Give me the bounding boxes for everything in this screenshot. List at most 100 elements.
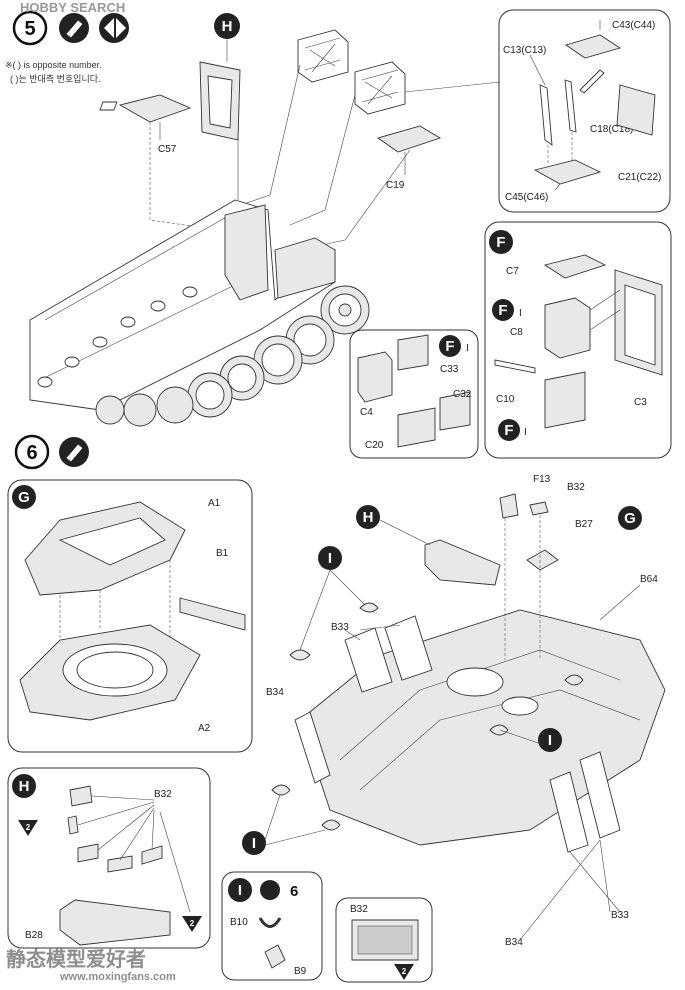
part-B33-1 bbox=[344, 627, 393, 693]
watermark-top: HOBBY SEARCH bbox=[20, 0, 125, 15]
step-6-header: 6 bbox=[14, 434, 89, 470]
sub-assembly-I-marker-2 bbox=[318, 546, 342, 570]
label-C20: C20 bbox=[365, 440, 384, 451]
sub-assembly-G-marker-2 bbox=[618, 506, 642, 530]
part-C32 bbox=[439, 391, 471, 431]
label-B32-H: B32 bbox=[154, 789, 172, 800]
svg-text:2: 2 bbox=[190, 919, 195, 928]
turret-ring bbox=[446, 667, 504, 697]
label-B27: B27 bbox=[575, 519, 593, 530]
label-B33-bottom: B33 bbox=[611, 910, 629, 921]
svg-text:H: H bbox=[19, 778, 30, 795]
svg-text:F: F bbox=[445, 338, 454, 355]
part-B10 bbox=[258, 917, 282, 928]
label-FI-I: I bbox=[519, 308, 522, 319]
part-B32-1 bbox=[69, 785, 93, 807]
part-B34-1 bbox=[294, 711, 331, 784]
svg-text:H: H bbox=[363, 509, 374, 526]
watermark-bottom-url: www.moxingfans.com bbox=[59, 971, 176, 983]
part-frame-2 bbox=[354, 61, 406, 115]
hook-2 bbox=[359, 602, 379, 613]
step-5-circle bbox=[12, 10, 48, 46]
part-F-plate bbox=[544, 371, 586, 429]
road-wheel-7 bbox=[123, 393, 157, 427]
hook-1 bbox=[289, 649, 311, 661]
part-C21 bbox=[616, 84, 656, 136]
label-B33-top: B33 bbox=[331, 622, 349, 633]
reference-icon bbox=[260, 880, 280, 900]
sub-assembly-I-marker-3 bbox=[538, 728, 562, 752]
part-C4 bbox=[357, 351, 393, 403]
label-FI-I-2: I bbox=[524, 427, 527, 438]
label-C32: C32 bbox=[453, 389, 472, 400]
arrow-right-shape bbox=[116, 18, 126, 38]
label-C13: C13(C13) bbox=[503, 45, 546, 56]
hook-5 bbox=[489, 724, 509, 736]
part-B32-5 bbox=[141, 845, 163, 865]
part-H-turret bbox=[424, 539, 501, 586]
svg-text:I: I bbox=[466, 343, 469, 354]
part-B33-2 bbox=[384, 615, 433, 681]
svg-text:I: I bbox=[238, 882, 242, 899]
part-C33 bbox=[397, 334, 429, 371]
label-C33: C33 bbox=[440, 364, 459, 375]
label-F13: F13 bbox=[533, 474, 551, 485]
label-B10: B10 bbox=[230, 917, 248, 928]
detail-box-I: I 6 B10 B9 bbox=[221, 871, 323, 981]
svg-text:F: F bbox=[498, 302, 507, 319]
road-wheels bbox=[95, 285, 370, 427]
label-C21: C21(C22) bbox=[618, 172, 661, 183]
part-C7 bbox=[543, 254, 607, 279]
label-C57: C57 bbox=[158, 144, 177, 155]
sub-assembly-F-marker-2 bbox=[492, 299, 514, 321]
road-wheel-6 bbox=[156, 386, 194, 424]
part-F13 bbox=[499, 493, 519, 519]
reference-step: 6 bbox=[290, 883, 298, 900]
part-B32-3 bbox=[77, 843, 99, 863]
part-B32-2 bbox=[67, 815, 79, 835]
hook-3 bbox=[271, 784, 291, 796]
sub-assembly-I-marker bbox=[228, 878, 252, 902]
part-C20 bbox=[397, 407, 436, 448]
part-B9 bbox=[264, 944, 286, 969]
sub-assembly-I-marker-4 bbox=[242, 831, 266, 855]
sub-assembly-F-letter: F bbox=[496, 234, 505, 251]
triangle-marker-2 bbox=[182, 916, 202, 932]
step-5-header: 5 bbox=[12, 10, 129, 46]
part-B32-small bbox=[529, 501, 549, 516]
glue-tube-shape bbox=[65, 19, 84, 39]
part-C13-left bbox=[539, 84, 553, 146]
label-B28: B28 bbox=[25, 930, 43, 941]
label-B32-box: B32 bbox=[350, 904, 368, 915]
label-B34-bottom: B34 bbox=[505, 937, 523, 948]
label-C7: C7 bbox=[506, 266, 519, 277]
step-5-assembly: H C57 C19 bbox=[29, 13, 501, 427]
part-frame-1 bbox=[297, 29, 349, 83]
step-6-circle bbox=[14, 434, 50, 470]
part-C18 bbox=[579, 69, 605, 94]
detail-box-B32: B32 2 bbox=[335, 897, 433, 983]
part-B28 bbox=[59, 899, 171, 946]
detail-box-H: H B32 2 B28 2 bbox=[7, 767, 211, 949]
detail-box-F: F C7 F I C8 C3 C10 F I bbox=[484, 221, 672, 459]
label-B34-left: B34 bbox=[266, 687, 284, 698]
part-B34-2 bbox=[579, 751, 621, 839]
sub-assembly-H-marker-2 bbox=[12, 774, 36, 798]
part-F-box bbox=[544, 297, 591, 359]
label-B32-main: B32 bbox=[567, 482, 585, 493]
hull-box-right bbox=[274, 237, 336, 299]
part-B27 bbox=[526, 549, 559, 571]
part-C57 bbox=[118, 94, 192, 123]
hook-4 bbox=[321, 819, 341, 831]
label-C8: C8 bbox=[510, 327, 523, 338]
part-C45 bbox=[533, 159, 602, 185]
svg-text:I: I bbox=[252, 835, 256, 852]
part-B32-4 bbox=[107, 855, 133, 873]
step-6-assembly: F13 B32 B27 B64 B33 B34 B33 B34 H G I I … bbox=[242, 474, 666, 948]
label-C43: C43(C44) bbox=[612, 20, 655, 31]
triangle-marker bbox=[18, 820, 38, 836]
label-B1: B1 bbox=[216, 548, 229, 559]
sub-assembly-H-marker-3 bbox=[356, 505, 380, 529]
detail-box-G: G A1 B1 A2 bbox=[7, 479, 253, 753]
